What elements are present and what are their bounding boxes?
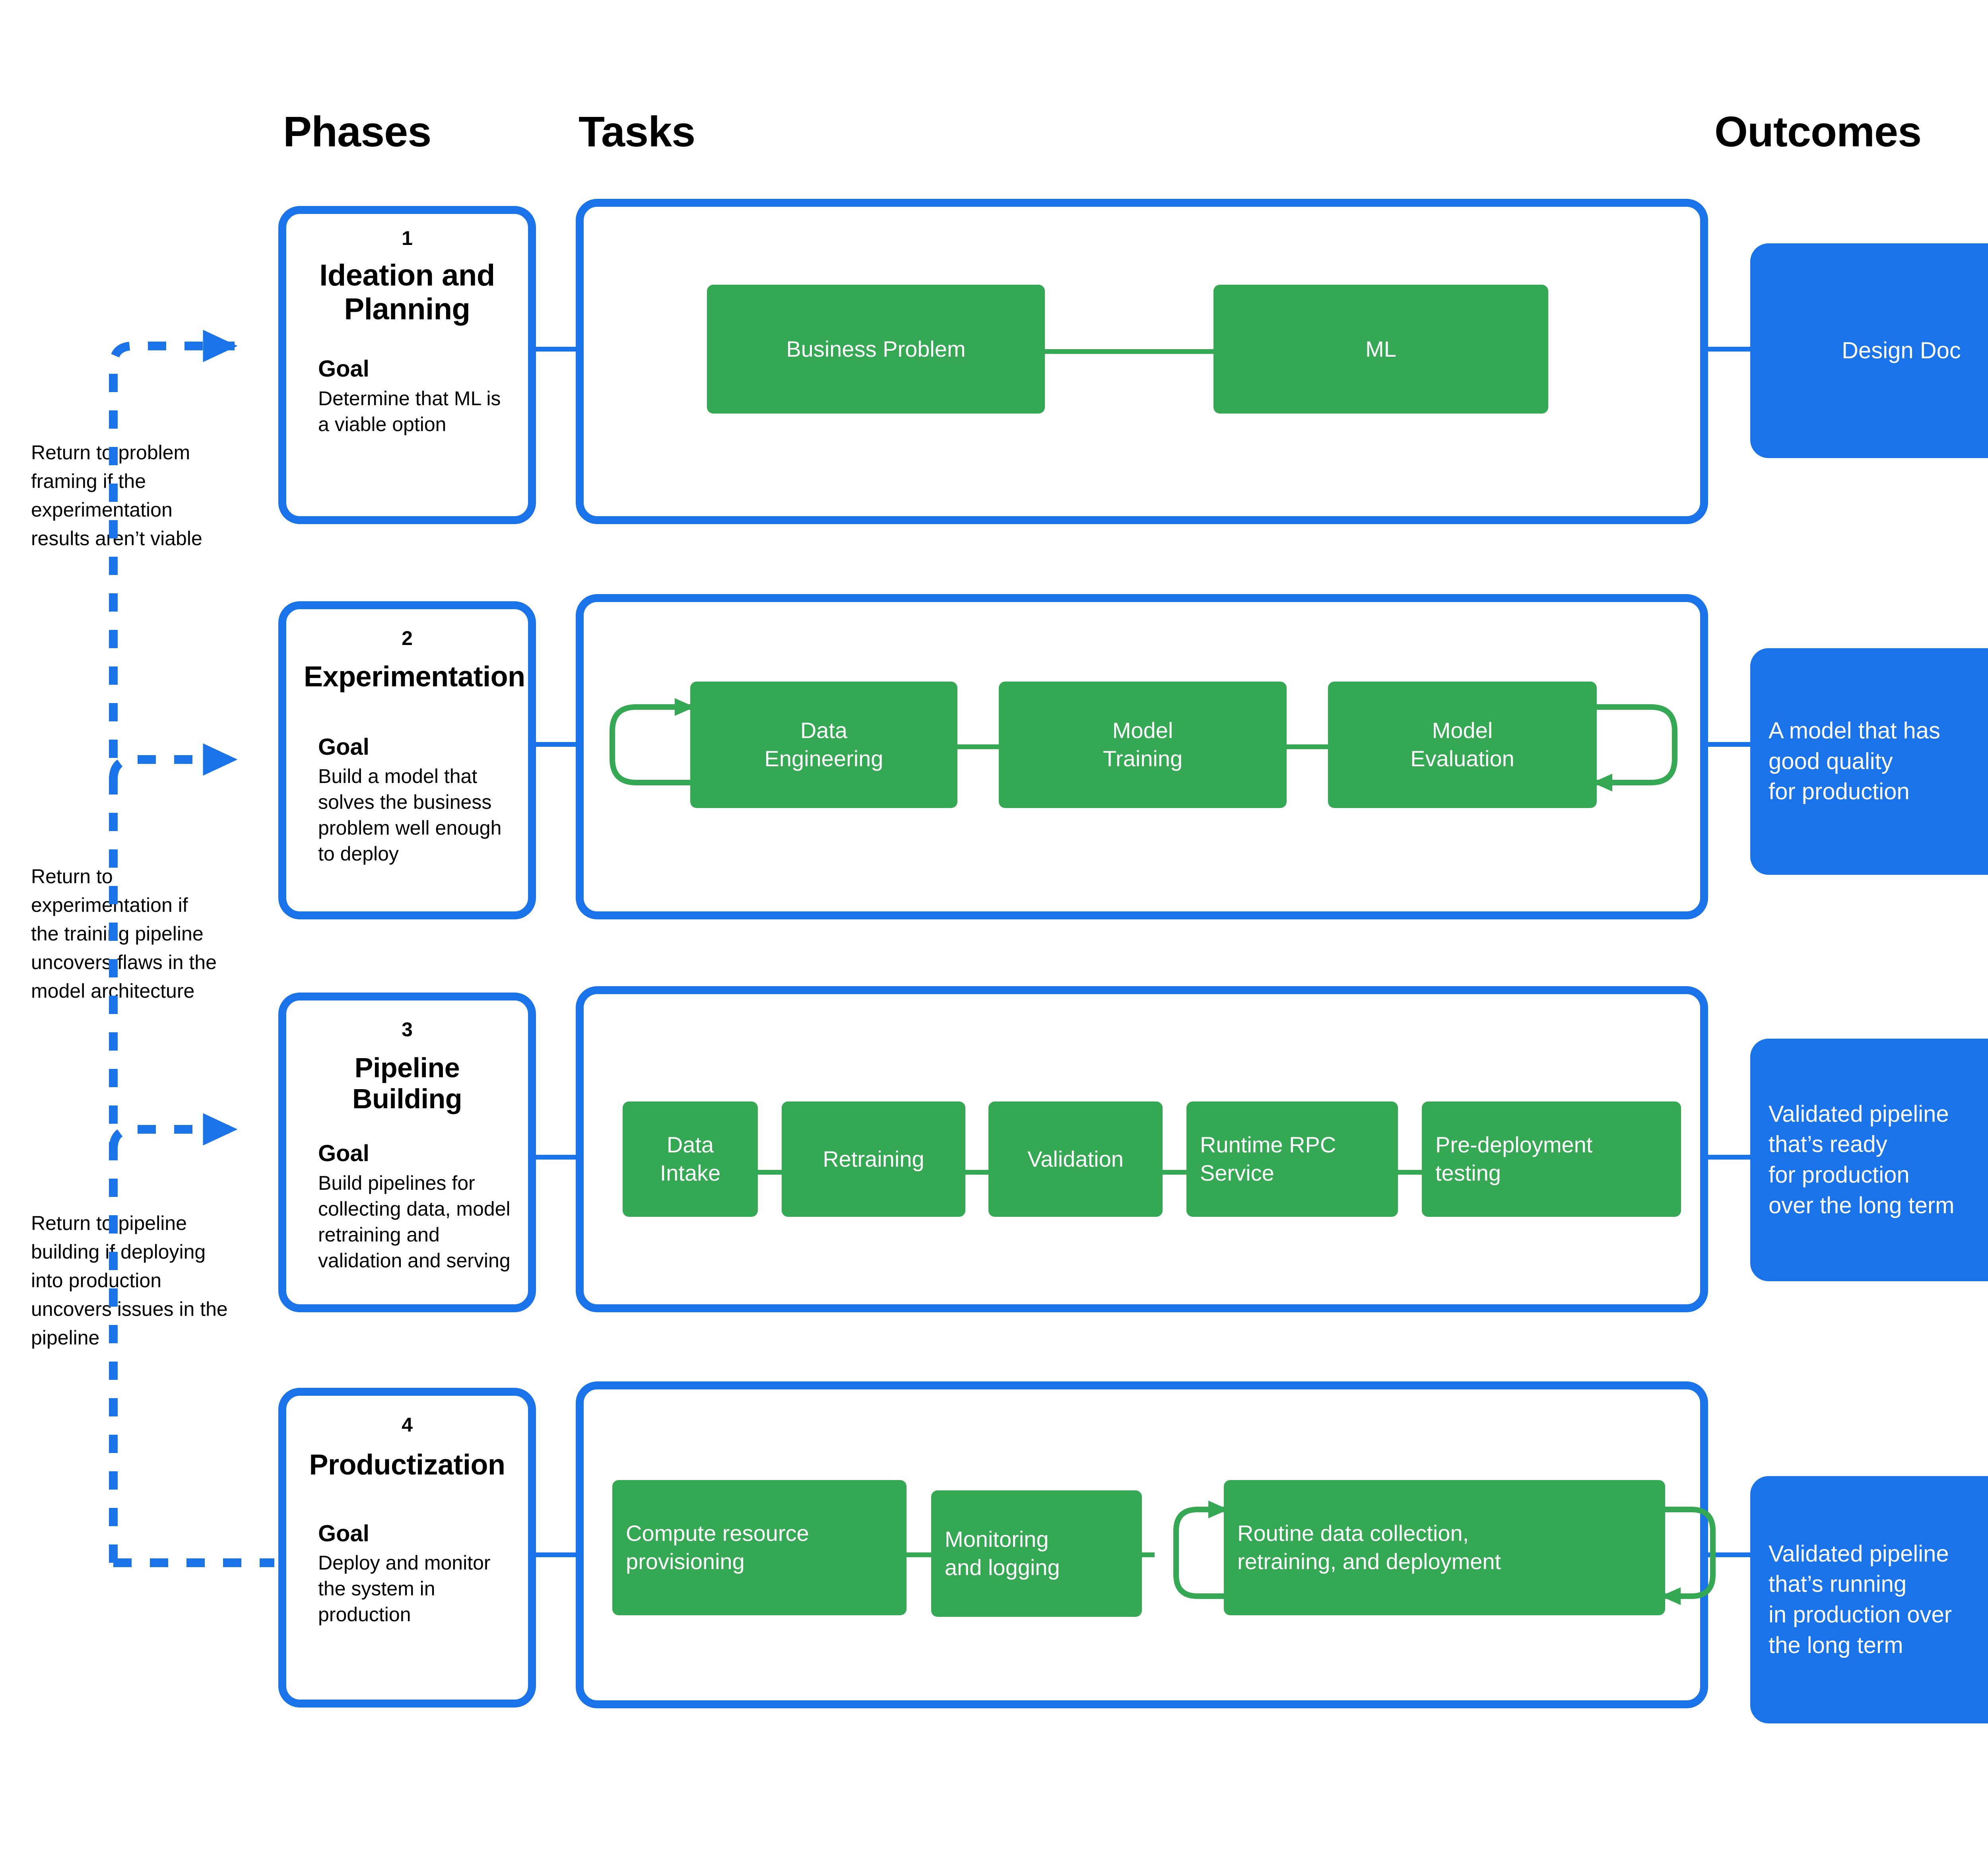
phase-number: 3 [402, 1018, 413, 1041]
task-box-ml[interactable]: ML [1213, 285, 1548, 414]
connector-tasks1-to-outcome [1704, 347, 1754, 352]
annotation-return-to-problem-framing: Return to problem framing if the experim… [31, 441, 202, 550]
green-connector-p2-1 [954, 744, 1002, 749]
task-box-data-engineering[interactable]: Data Engineering [690, 682, 957, 808]
outcome-box-validated-pipeline-running[interactable]: Validated pipeline that’s running in pro… [1750, 1476, 1988, 1723]
green-connector-p4-1 [903, 1552, 933, 1557]
phase-card-productization[interactable]: 4 Productization Goal Deploy and monitor… [278, 1388, 536, 1708]
goal-description: Determine that ML is a viable option [318, 387, 501, 436]
task-box-pre-deployment-testing[interactable]: Pre-deployment testing [1422, 1101, 1681, 1217]
phase-card-pipeline-building[interactable]: 3 Pipeline Building Goal Build pipelines… [278, 993, 536, 1312]
outcome-box-model-good-quality[interactable]: A model that has good quality for produc… [1750, 648, 1988, 875]
goal-description: Build pipelines for collecting data, mod… [318, 1171, 511, 1272]
task-box-business-problem[interactable]: Business Problem [707, 285, 1045, 414]
task-box-model-training[interactable]: Model Training [999, 682, 1287, 808]
task-box-validation[interactable]: Validation [988, 1101, 1163, 1217]
task-box-runtime-rpc-service[interactable]: Runtime RPC Service [1186, 1101, 1398, 1217]
goal-label: Goal [318, 734, 369, 760]
phase-title: Ideation and Planning [319, 258, 495, 326]
connector-phase3-to-tasks [536, 1155, 580, 1160]
connector-tasks3-to-outcome [1704, 1155, 1754, 1160]
phase-title: Pipeline Building [352, 1052, 462, 1115]
connector-phase1-to-tasks [536, 347, 580, 352]
green-connector-p3-2 [962, 1170, 991, 1175]
task-box-data-intake[interactable]: Data Intake [623, 1101, 758, 1217]
connector-phase2-to-tasks [536, 742, 580, 747]
phase-title: Productization [309, 1449, 506, 1481]
task-box-routine-data-collection[interactable]: Routine data collection, retraining, and… [1224, 1480, 1665, 1615]
phase-card-ideation-and-planning[interactable]: 1 Ideation and Planning Goal Determine t… [278, 206, 536, 524]
green-connector-p2-2 [1283, 744, 1331, 749]
task-box-model-evaluation[interactable]: Model Evaluation [1328, 682, 1597, 808]
phase-number: 1 [402, 227, 413, 249]
task-box-compute-resource-provisioning[interactable]: Compute resource provisioning [612, 1480, 907, 1615]
connector-phase4-to-tasks [536, 1552, 580, 1557]
green-connector-p1-1 [1043, 349, 1216, 354]
annotation-return-to-experimentation: Return to experimentation if the trainin… [31, 865, 217, 1002]
task-box-retraining[interactable]: Retraining [782, 1101, 965, 1217]
connector-tasks2-to-outcome [1704, 742, 1754, 747]
phase-number: 2 [402, 627, 413, 649]
column-header-outcomes: Outcomes [1714, 107, 1922, 155]
green-connector-p3-3 [1160, 1170, 1189, 1175]
phase-card-experimentation[interactable]: 2 Experimentation Goal Build a model tha… [278, 601, 536, 919]
goal-label: Goal [318, 1520, 369, 1546]
outcome-box-design-doc[interactable]: Design Doc [1750, 243, 1988, 458]
goal-description: Build a model that solves the business p… [318, 765, 502, 865]
goal-label: Goal [318, 1140, 369, 1166]
phase-title: Experimentation [304, 661, 525, 693]
phase-number: 4 [402, 1414, 413, 1436]
annotation-return-to-pipeline-building: Return to pipeline building if deploying… [31, 1212, 228, 1349]
column-header-tasks: Tasks [579, 107, 695, 155]
feedback-arrow-to-phase-2 [109, 743, 238, 780]
task-box-monitoring-and-logging[interactable]: Monitoring and logging [931, 1490, 1142, 1617]
outcome-box-validated-pipeline-ready[interactable]: Validated pipeline that’s ready for prod… [1750, 1039, 1988, 1281]
feedback-arrow-to-phase-3 [109, 1113, 238, 1150]
green-connector-p3-1 [755, 1170, 784, 1175]
goal-label: Goal [318, 356, 369, 382]
column-header-phases: Phases [283, 107, 431, 155]
green-connector-p3-4 [1396, 1170, 1424, 1175]
connector-tasks4-to-outcome [1704, 1552, 1754, 1557]
goal-description: Deploy and monitor the system in product… [318, 1552, 491, 1626]
